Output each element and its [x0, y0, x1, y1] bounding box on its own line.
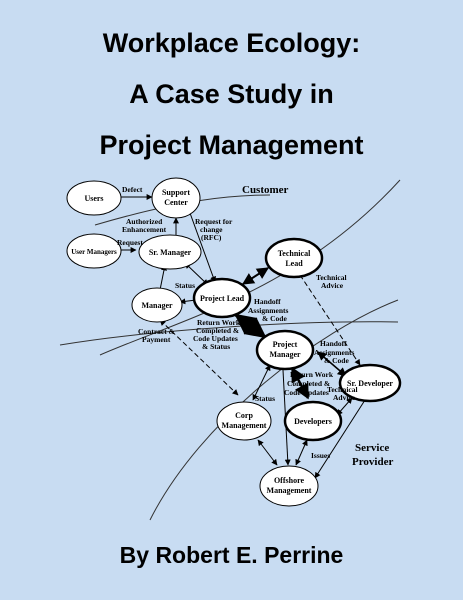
- node-support-center-label-1: Support: [162, 188, 190, 197]
- edge-label-return-work-top-4: & Status: [202, 342, 230, 351]
- edge-label-issues: Issues: [311, 451, 330, 460]
- region-provider-label: Provider: [352, 456, 393, 468]
- node-support-center: Support Center: [151, 177, 201, 219]
- edge-label-contract-2: Payment: [142, 335, 171, 344]
- edge-manager-corp: [159, 319, 239, 396]
- edge-label-technical-advice-top-2: Advice: [321, 281, 344, 290]
- edge-corp-offshore: [257, 439, 278, 466]
- edge-label-authorized-1: Authorized: [126, 217, 163, 226]
- edge-label-return-work-bottom-2: Completed &: [287, 379, 330, 388]
- node-project-manager-label-2: Manager: [269, 350, 301, 359]
- edge-label-defect: Defect: [122, 185, 143, 194]
- edge-support-projectlead: [189, 212, 216, 283]
- node-project-lead: Project Lead: [192, 277, 252, 319]
- node-user-managers-label: User Managers: [71, 248, 117, 256]
- edge-label-status-corp: Status: [255, 394, 275, 403]
- node-sr-manager: Sr. Manager: [138, 234, 202, 270]
- edge-label-rfc-1: Request for: [195, 217, 233, 226]
- edge-label-return-work-bottom-1: Return Work: [290, 370, 334, 379]
- node-developers-label: Developers: [294, 417, 332, 426]
- edge-projectmanager-corp: [252, 364, 271, 401]
- edge-developers-srdeveloper: [336, 397, 353, 416]
- edge-label-technical-advice-bottom-2: Advice: [333, 393, 356, 402]
- node-users: Users: [66, 180, 122, 216]
- edge-label-handoff-bottom-3: & Code: [324, 356, 349, 365]
- edge-srdeveloper-offshore: [314, 399, 366, 479]
- edge-label-handoff-top-1: Handoff: [254, 297, 281, 306]
- node-offshore-management-label-1: Offshore: [274, 476, 305, 485]
- edge-label-technical-advice-bottom-1: Technical: [327, 385, 358, 394]
- node-project-manager: Project Manager: [255, 329, 315, 371]
- edge-label-contract-1: Contract &: [138, 327, 175, 336]
- edge-srmanager-projectlead: [184, 262, 209, 286]
- node-corp-management-label-1: Corp: [235, 411, 253, 420]
- title-line-3: Project Management: [99, 130, 364, 160]
- node-project-manager-label-1: Project: [273, 340, 298, 349]
- region-customer-label: Customer: [242, 184, 289, 196]
- edge-technicallead-srdeveloper: [299, 274, 361, 366]
- edge-projectmanager-developers: [290, 366, 310, 400]
- node-technical-lead-label-1: Technical: [278, 249, 311, 258]
- edge-label-technical-advice-top-1: Technical: [316, 273, 347, 282]
- edge-projectmanager-srdeveloper: [317, 351, 347, 377]
- node-offshore-management: Offshore Management: [259, 465, 319, 507]
- title-line-1: Workplace Ecology:: [102, 28, 361, 58]
- edge-projectlead-technicallead: [241, 267, 270, 285]
- edge-label-rfc-2: change: [200, 225, 223, 234]
- edge-label-authorized-2: Enhancement: [122, 225, 167, 234]
- node-technical-lead-label-2: Lead: [285, 259, 303, 268]
- node-user-managers: User Managers: [66, 233, 122, 269]
- edge-label-return-work-top-1: Return Work: [197, 318, 241, 327]
- region-service-label: Service: [355, 442, 389, 454]
- node-sr-developer-label: Sr. Developer: [347, 379, 393, 388]
- node-developers: Developers: [283, 400, 343, 442]
- node-sr-developer: Sr. Developer: [338, 363, 402, 403]
- edge-label-handoff-top-3: & Code: [262, 314, 287, 323]
- node-corp-management: Corp Management: [216, 401, 272, 441]
- edge-label-handoff-bottom-2: Assignments: [314, 348, 355, 357]
- node-support-center-label-2: Center: [164, 198, 188, 207]
- edge-label-return-work-top-3: Code Updates: [193, 334, 238, 343]
- node-sr-manager-label: Sr. Manager: [149, 248, 192, 257]
- node-corp-management-label-2: Management: [222, 421, 267, 430]
- node-manager: Manager: [131, 287, 183, 323]
- edge-label-status-manager: Status: [175, 281, 195, 290]
- edge-label-rfc-3: (RFC): [201, 233, 222, 242]
- node-users-label: Users: [84, 194, 103, 203]
- node-project-lead-label: Project Lead: [200, 294, 245, 303]
- edge-projectlead-projectmanager: [234, 313, 267, 339]
- edge-label-return-work-bottom-3: Code Updates: [284, 388, 329, 397]
- edge-developers-offshore: [295, 439, 308, 466]
- edge-label-handoff-bottom-1: Handoff: [320, 339, 347, 348]
- node-technical-lead: Technical Lead: [264, 237, 324, 279]
- edge-label-handoff-top-2: Assignments: [248, 306, 289, 315]
- author-byline: By Robert E. Perrine: [119, 542, 344, 568]
- edge-label-request: Request: [117, 238, 143, 247]
- node-offshore-management-label-2: Management: [267, 486, 312, 495]
- node-manager-label: Manager: [141, 301, 173, 310]
- title-line-2: A Case Study in: [129, 79, 334, 109]
- edge-label-return-work-top-2: Completed &: [196, 326, 239, 335]
